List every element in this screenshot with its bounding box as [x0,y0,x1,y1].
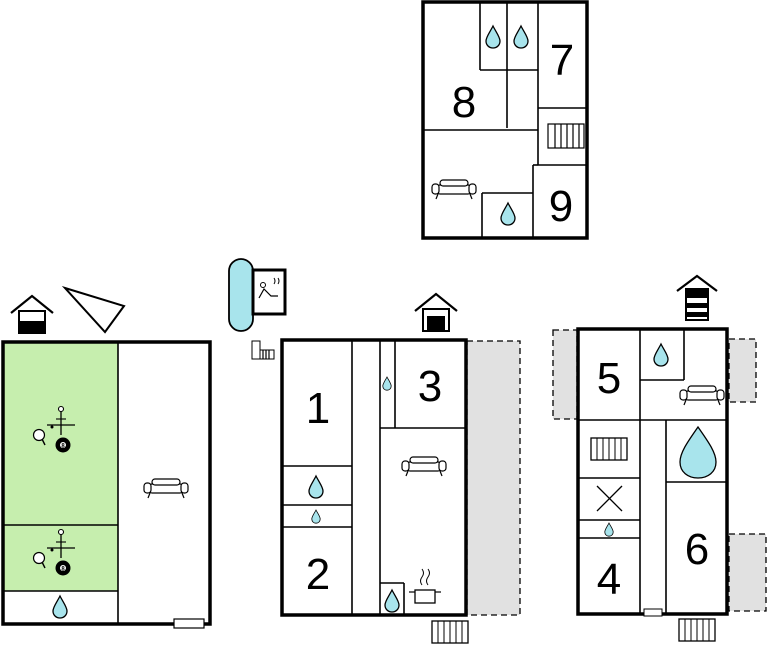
water-drop-icon [384,589,400,613]
water-drop-icon [679,425,717,479]
water-drop-icon [52,595,68,619]
room-5-number: 5 [597,354,621,403]
house-icon [413,292,459,333]
room-3-number: 3 [418,362,442,411]
water-drop-icon [653,343,669,367]
room-7-number: 7 [550,36,574,85]
room-2-number: 2 [306,550,330,599]
game-building-outline [1,340,212,626]
upper-floor-outline [421,0,589,240]
house-icon [676,274,718,321]
right-building: 5 4 6 [552,327,767,617]
pool-icon [228,258,254,332]
water-drop-icon [311,509,321,524]
radiator-icon [678,618,716,642]
sofa-icon [679,385,725,406]
sofa-icon [143,478,189,499]
terrace [552,329,578,420]
water-drop-icon [382,376,392,391]
water-drop-icon [513,25,529,49]
terrace [728,533,767,612]
water-drop-icon [604,522,614,537]
radiator-icon [431,620,469,644]
stairs-icon [251,340,275,360]
bed-cross-icon [596,485,623,512]
hammock-icon [61,285,126,334]
sauna-icon [251,268,287,316]
house-icon [9,294,55,335]
middle-building-outline [280,338,468,617]
water-drop-icon [308,475,324,499]
stairs-icon [547,123,585,149]
room-1-number: 1 [306,384,330,433]
radiator-icon [590,437,628,461]
middle-building: 1 2 3 [280,338,521,617]
terrace [466,340,521,616]
game-building [1,340,212,629]
sofa-icon [401,456,447,477]
room-8-number: 8 [452,78,476,127]
terrace [728,338,757,403]
door-mat [643,608,663,617]
sofa-icon [431,179,477,200]
room-9-number: 9 [549,182,573,231]
room-6-number: 6 [685,525,709,574]
kitchen-icon [409,568,441,604]
water-drop-icon [485,25,501,49]
water-drop-icon [500,202,516,226]
upper-floor: 7 8 9 [421,0,589,240]
door-mat [173,618,205,629]
room-4-number: 4 [597,555,621,604]
